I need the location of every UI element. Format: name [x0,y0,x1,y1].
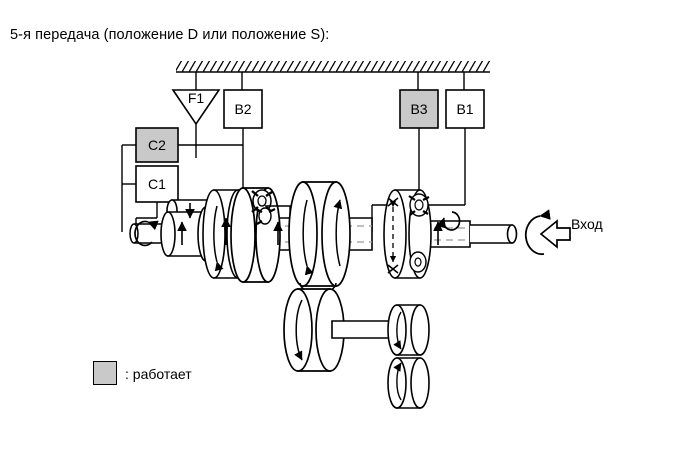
input-arrow-icon [539,219,571,249]
page-title: 5-я передача (положение D или положение … [10,27,330,43]
element-b1-label: B1 [456,101,473,117]
element-b3-label: B3 [410,101,427,117]
legend-label: : работает [125,366,192,382]
output-counter-gear-train [283,282,430,409]
fixed-housing-ground [176,61,490,73]
element-c1[interactable]: C1 [122,165,179,232]
held-member-marker [387,197,399,274]
center-output-drum [288,181,351,287]
right-brake-drum [383,189,443,279]
element-c1-label: C1 [148,176,166,192]
input-label: Вход [571,216,603,232]
left-shaft-rotation-arrow [134,220,159,247]
element-b2-label: B2 [234,101,251,117]
element-f1[interactable]: F1 [171,89,221,158]
shaft-direction-arrows [177,203,231,245]
input-marker [524,209,571,256]
element-f1-label: F1 [188,90,205,106]
planetary-carrier-drum [230,187,291,283]
housing-connector-lines [195,72,465,90]
element-b2[interactable]: B2 [223,89,263,196]
legend-swatch [93,361,117,385]
element-c2[interactable]: C2 [121,127,243,232]
element-b3[interactable]: B3 [399,89,439,190]
right-shaft-rotation-arrows [436,211,461,231]
element-c2-label: C2 [148,137,166,153]
